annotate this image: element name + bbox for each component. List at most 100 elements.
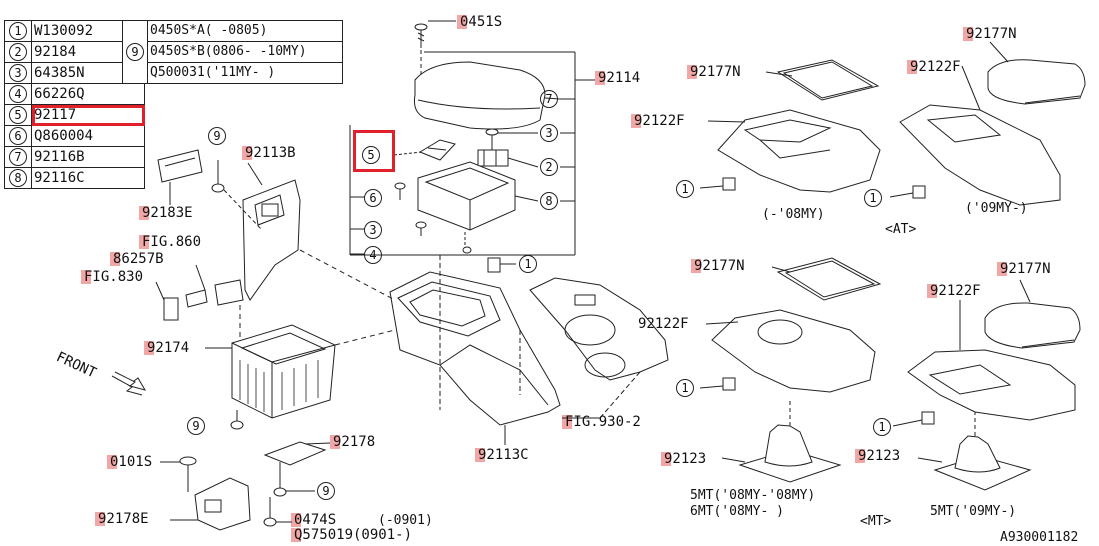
part-label-92123: 92123 [854, 448, 901, 464]
model-year-note: 6MT('08MY- ) [690, 504, 784, 519]
lid-92177n-b [987, 41, 1086, 105]
part-label-92178: 92178 [329, 434, 376, 450]
legend-number: 9 [126, 43, 144, 61]
callout-7: 7 [540, 90, 558, 108]
callout-highlight-box [353, 130, 395, 172]
legend-number: 6 [9, 127, 27, 145]
clip-92183e [157, 149, 203, 205]
figure-ref-830: FIG.830 [80, 269, 144, 285]
legend-row: 0450S*B(0806- -10MY) [123, 41, 343, 63]
callout-4: 4 [364, 246, 382, 264]
part-label-0451s: 0451S [456, 14, 503, 30]
mat-92177n-c [771, 257, 882, 301]
part-label-86257b: 86257B [110, 251, 164, 267]
callout-3: 3 [540, 124, 558, 142]
part-label-0101s: 0101S [106, 454, 153, 470]
callout-3: 3 [364, 221, 382, 239]
transmission-note-at: <AT> [885, 222, 917, 237]
legend-number: 8 [9, 169, 27, 187]
callout-5: 5 [362, 146, 380, 164]
screw-9a [211, 160, 263, 231]
rear-panel-92113b [242, 162, 301, 301]
screw-9b [230, 410, 244, 430]
assembly-guides [239, 249, 396, 346]
callout-1: 1 [864, 189, 882, 207]
front-arrow [111, 371, 147, 396]
part-label-92177n: 92177N [997, 261, 1051, 277]
part-label-92123: 92123 [660, 451, 707, 467]
console-lid [414, 61, 561, 130]
boot-92123-b [917, 412, 1032, 491]
legend-row: 9 0450S*A( -0805) [122, 20, 343, 84]
callout-8: 8 [540, 192, 558, 210]
part-label-92113b: 92113B [242, 145, 296, 161]
legend-code: 92184 [31, 41, 145, 63]
range-note-0474s: (-0901) [378, 513, 433, 528]
legend-number: 5 [9, 106, 27, 124]
legend-number: 7 [9, 148, 27, 166]
legend-code: 0450S*B(0806- -10MY) [147, 41, 343, 63]
lid-hinge [418, 139, 456, 161]
panel-92122f-c [699, 309, 876, 393]
legend-code: 66226Q [31, 83, 145, 105]
bracket-92178e [170, 477, 251, 531]
panel-92122f-a [699, 109, 881, 193]
callout-9: 9 [208, 127, 226, 145]
part-label-92113c: 92113C [475, 447, 529, 463]
panel-92122f-b [889, 65, 1061, 206]
figure-ref-860: FIG.860 [138, 234, 202, 250]
callout-1: 1 [519, 255, 537, 273]
callout-1: 1 [873, 418, 891, 436]
model-year-note: 5MT('09MY-) [930, 504, 1017, 519]
callout-1: 1 [676, 180, 694, 198]
part-label-92174: 92174 [143, 340, 190, 356]
legend-code: Q860004 [31, 125, 145, 147]
parts-legend-9: 9 0450S*A( -0805) 0450S*B(0806- -10MY) Q… [122, 20, 343, 84]
part-label-92114: 92114 [594, 70, 641, 86]
console-side-trim [529, 277, 669, 419]
model-year-note: 5MT('08MY-'08MY) [690, 488, 816, 503]
console-tray [417, 161, 539, 231]
legend-code: Q500031('11MY- ) [147, 62, 343, 84]
bolt-0101s [160, 456, 197, 492]
legend-code: 92116C [31, 167, 145, 189]
lid-latch [477, 149, 539, 168]
callout-9: 9 [187, 417, 205, 435]
callout-1: 1 [676, 379, 694, 397]
part-label-0474s: 0474S [290, 512, 337, 528]
storage-box-92174 [205, 324, 336, 419]
part-label-92122f: 92122F [907, 59, 961, 75]
tray-screws [394, 182, 472, 254]
legend-code: 92116B [31, 146, 145, 168]
callout-6: 6 [364, 189, 382, 207]
part-label-92122f: 92122F [635, 316, 689, 332]
legend-code: 0450S*A( -0805) [147, 20, 343, 42]
console-clip [487, 257, 516, 273]
panel-92122f-d [892, 300, 1076, 427]
legend-number: 1 [9, 22, 27, 40]
legend-number: 3 [9, 64, 27, 82]
lid-92177n-d [984, 279, 1081, 349]
part-label-92183e: 92183E [139, 205, 193, 221]
bracket-86257b [155, 264, 244, 321]
lid-parts-bracket [349, 51, 595, 256]
legend-number: 4 [9, 85, 27, 103]
figure-ref-930-2: FIG.930-2 [562, 414, 641, 430]
mat-92177n-a [765, 59, 880, 101]
callout-9: 9 [317, 482, 335, 500]
part-label-92178e: 92178E [95, 511, 149, 527]
legend-code: 64385N [31, 62, 145, 84]
lid-screw [485, 128, 538, 150]
bracket-92178 [263, 441, 331, 518]
part-label-q575019: Q575019(0901-) [290, 527, 413, 543]
model-year-note: ('09MY-) [965, 201, 1028, 216]
part-label-92122f: 92122F [927, 283, 981, 299]
